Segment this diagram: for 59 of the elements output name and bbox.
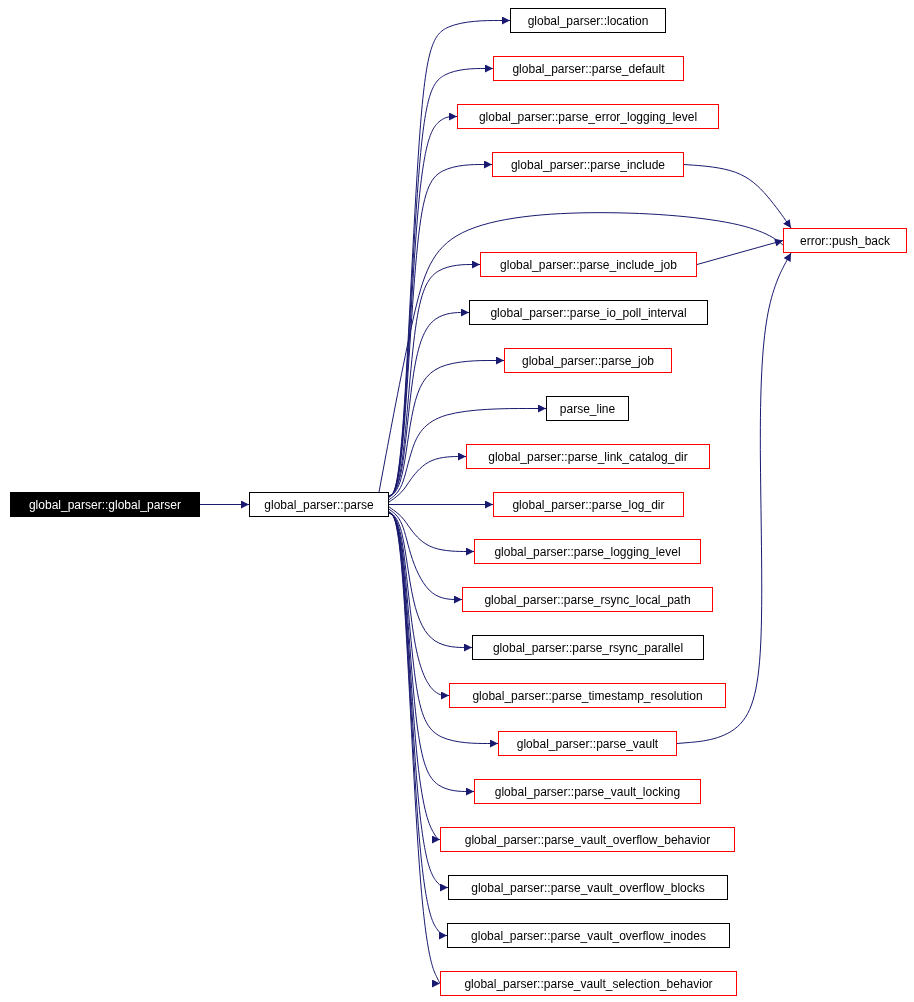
function-box — [504, 348, 672, 373]
function-name: global_parser::parse_rsync_parallel — [492, 640, 684, 655]
function-name: global_parser::parse_vault_selection_behavior — [464, 976, 713, 991]
function-name: global_parser::parse_vault_locking — [494, 784, 681, 799]
function-box — [498, 731, 677, 756]
function-box — [783, 228, 907, 253]
function-box — [457, 104, 719, 129]
function-name: global_parser::parse — [264, 497, 374, 512]
function-name: global_parser::location — [527, 13, 649, 28]
function-name: global_parser::parse_vault_overflow_blocks — [471, 880, 705, 895]
arrow — [388, 506, 475, 556]
function-box — [469, 300, 708, 325]
arrow — [388, 308, 470, 497]
arrow — [199, 500, 250, 509]
function-box — [448, 875, 728, 900]
function-name: global_parser::parse_logging_level — [494, 544, 681, 559]
function-box — [474, 539, 701, 564]
arrow — [683, 164, 792, 229]
arrow — [388, 452, 467, 503]
function-name: global_parser::parse_vault_overflow_behavior — [464, 832, 711, 847]
function-box — [440, 827, 735, 852]
function-name: global_parser::parse_log_dir — [512, 497, 665, 512]
function-name: global_parser::parse_default — [512, 61, 665, 76]
function-box — [449, 683, 726, 708]
function-name: global_parser::parse_io_poll_interval — [490, 305, 687, 320]
function-name: global_parser::parse_error_logging_level — [478, 109, 698, 124]
arrow — [388, 512, 441, 988]
function-box — [440, 971, 737, 996]
function-box — [466, 444, 710, 469]
arrow — [388, 404, 547, 501]
function-name: parse_line — [559, 401, 616, 416]
function-box — [10, 492, 200, 517]
function-box — [510, 8, 666, 33]
function-name: global_parser::parse_include_job — [500, 257, 677, 272]
arrow — [388, 500, 494, 509]
function-name: global_parser::parse_timestamp_resolution — [472, 688, 703, 703]
function-name: global_parser::parse_rsync_local_path — [484, 592, 691, 607]
function-box — [474, 779, 701, 804]
function-box — [480, 252, 697, 277]
function-box — [472, 635, 704, 660]
arrow — [388, 356, 505, 498]
arrow — [696, 238, 784, 265]
function-box — [447, 923, 730, 948]
arrow — [388, 508, 463, 604]
function-name: global_parser::parse_link_catalog_dir — [488, 449, 688, 464]
function-box — [546, 396, 629, 421]
function-name: global_parser::parse_include — [510, 157, 666, 172]
arrow — [676, 252, 792, 744]
function-name: global_parser::parse_job — [521, 353, 655, 368]
function-box — [493, 492, 684, 517]
function-box — [492, 152, 684, 177]
arrow — [388, 511, 473, 652]
function-box — [493, 56, 684, 81]
function-name: global_parser::parse_vault_overflow_inodes — [471, 928, 706, 943]
function-name: error::push_back — [799, 233, 890, 248]
function-box — [462, 587, 713, 612]
function-box — [249, 492, 389, 517]
function-name: global_parser::global_parser — [28, 497, 182, 512]
function-name: global_parser::parse_vault — [516, 736, 659, 751]
